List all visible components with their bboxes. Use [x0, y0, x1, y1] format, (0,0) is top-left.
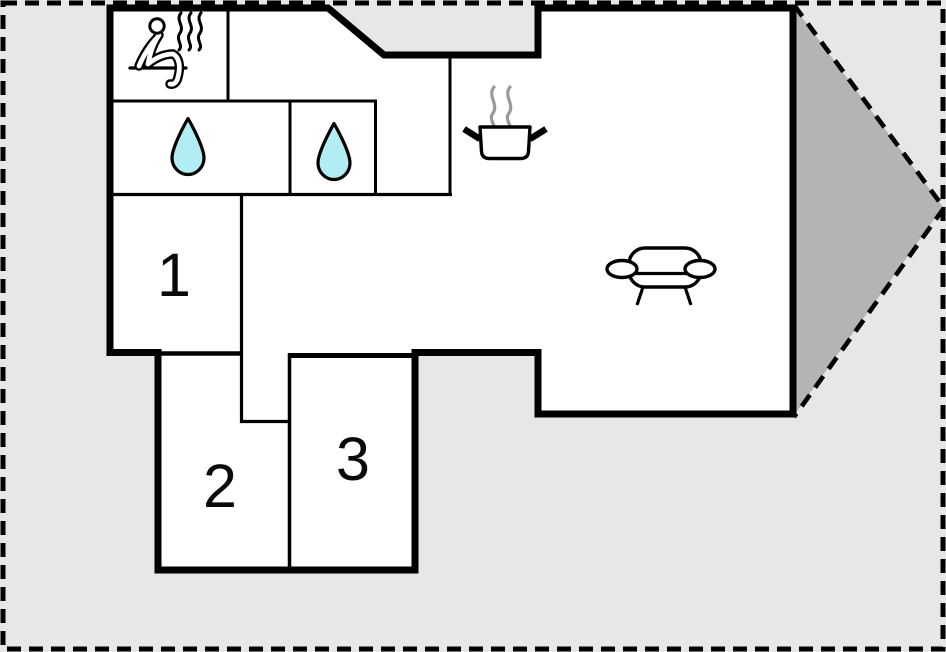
cooking-pot-icon	[462, 85, 548, 161]
pot-handle-left	[462, 126, 482, 142]
pot-steam-line	[505, 85, 513, 130]
sofa-leg-left	[635, 286, 645, 306]
water-drop-icon-1	[170, 116, 206, 177]
pot-steam-line	[489, 85, 497, 130]
sauna-steam-line	[186, 11, 193, 52]
sauna-person	[134, 17, 185, 89]
sofa-leg-right	[683, 286, 693, 306]
building-outline	[106, 4, 797, 574]
water-drop-icon-2	[316, 121, 352, 182]
sauna-person-head	[148, 17, 166, 35]
sofa-armrest-right	[683, 258, 717, 280]
pot-body	[478, 125, 532, 161]
sauna-steam-line	[176, 11, 183, 52]
pot-handle-right	[528, 126, 548, 142]
terrace-dashed-edge-top	[792, 3, 946, 210]
room-3-label: 3	[336, 425, 370, 493]
terrace-dashed-edge-bottom	[792, 206, 946, 419]
sauna-steam-line	[196, 11, 203, 52]
room-labels: 1 2 3	[157, 241, 370, 520]
room-1-label: 1	[157, 241, 191, 309]
sofa-armrest-left	[605, 258, 639, 280]
sauna-icon	[128, 11, 203, 89]
terrace-area	[795, 8, 943, 414]
terrace	[792, 3, 946, 419]
room-2-label: 2	[203, 452, 237, 520]
sofa-icon	[605, 246, 717, 306]
interior-walls	[110, 8, 452, 570]
